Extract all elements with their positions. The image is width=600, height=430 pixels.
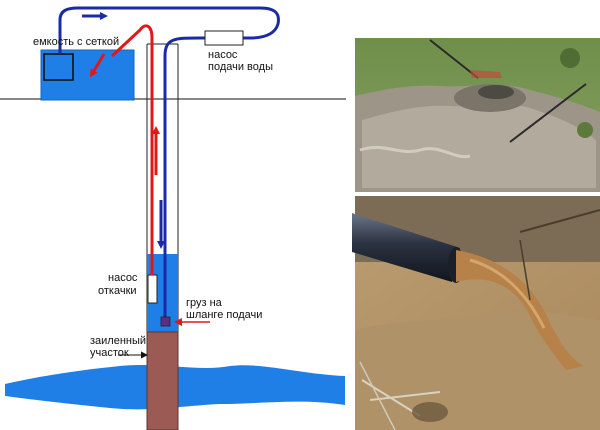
supply-hose — [58, 6, 280, 322]
silted-label-1: заиленный — [90, 335, 146, 347]
supply-pump — [204, 30, 244, 46]
hose-weight — [160, 316, 171, 327]
tank-label: емкость с сеткой — [33, 36, 119, 48]
supply-pump-label-1: насос — [208, 49, 238, 61]
drain-pump — [147, 274, 158, 304]
tank-inflow-arrow — [89, 53, 106, 78]
photo-bottom-pipe-outflow — [352, 196, 600, 430]
silted-label-2: участок — [90, 347, 129, 359]
drain-pump-label-1: насос — [108, 272, 138, 284]
drain-pump-label-2: откачки — [98, 285, 137, 297]
weight-label-1: груз на — [186, 297, 223, 309]
weight-label-2: шланге подачи — [186, 309, 262, 321]
photo-top-muddy-ground — [355, 38, 600, 192]
drain-hose — [110, 24, 154, 275]
supply-pump-label-2: подачи воды — [208, 61, 273, 73]
silted-section — [146, 331, 179, 430]
water-tank — [40, 49, 135, 101]
